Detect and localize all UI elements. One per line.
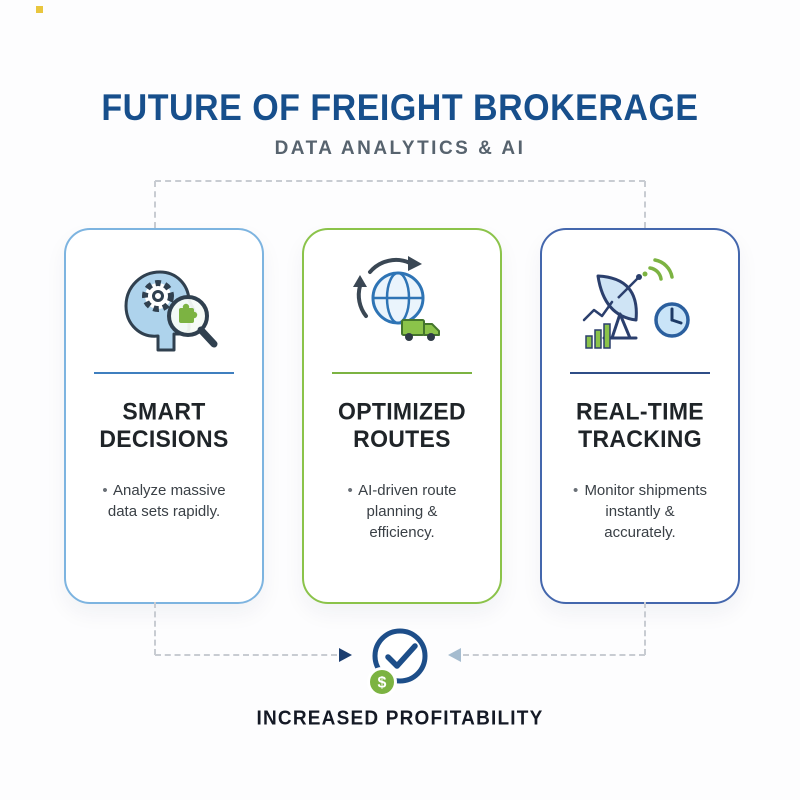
bullet-text: Analyze massive data sets rapidly. — [107, 481, 226, 520]
corner-accent-dot — [36, 6, 43, 13]
connector-top-right-vertical — [644, 181, 646, 228]
card-title: SMART DECISIONS — [99, 397, 229, 452]
connector-top-left-vertical — [154, 181, 156, 228]
card-title: REAL-TIME TRACKING — [576, 397, 704, 452]
card-real-time-tracking: REAL-TIME TRACKING • Monitor shipments i… — [540, 228, 740, 604]
connector-bottom-left-horizontal — [155, 654, 337, 656]
connector-bottom-left-vertical — [154, 602, 156, 655]
card-bullet-text: • AI-driven route planning & efficiency. — [338, 480, 466, 544]
connector-bottom-right-horizontal — [463, 654, 645, 656]
card-bullet-text: • Monitor shipments instantly & accurate… — [568, 480, 712, 544]
head-gear-magnifier-icon — [102, 230, 226, 370]
globe-route-truck-icon — [340, 230, 464, 370]
page-title: FUTURE OF FREIGHT BROKERAGE — [101, 87, 699, 129]
card-smart-decisions: SMART DECISIONS • Analyze massive data s… — [64, 228, 264, 604]
dollar-symbol: $ — [378, 675, 387, 692]
connector-bottom-right-vertical — [644, 602, 646, 655]
card-divider — [570, 372, 710, 374]
arrowhead-left-icon — [448, 648, 461, 662]
card-title: OPTIMIZED ROUTES — [338, 397, 466, 452]
card-bullet-text: • Analyze massive data sets rapidly. — [100, 480, 228, 523]
bullet-text: Monitor shipments instantly & accurately… — [584, 481, 707, 542]
card-divider — [94, 372, 234, 374]
check-dollar-icon: $ — [345, 612, 455, 722]
satellite-dish-clock-icon — [578, 230, 702, 370]
card-divider — [332, 372, 472, 374]
bullet-text: AI-driven route planning & efficiency. — [358, 481, 457, 542]
arrowhead-right-icon — [339, 648, 352, 662]
footer-label: INCREASED PROFITABILITY — [256, 707, 544, 730]
bullet-marker: • — [347, 481, 353, 499]
connector-top-horizontal — [155, 180, 645, 182]
page-subtitle: DATA ANALYTICS & AI — [274, 137, 526, 159]
card-optimized-routes: OPTIMIZED ROUTES • AI-driven route plann… — [302, 228, 502, 604]
bullet-marker: • — [102, 481, 108, 499]
bullet-marker: • — [573, 481, 579, 499]
